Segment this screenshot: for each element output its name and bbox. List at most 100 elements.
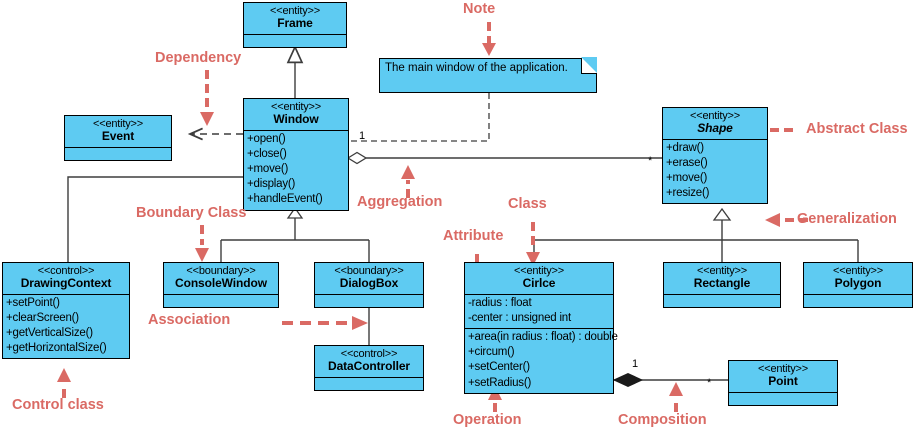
class-name: DialogBox (339, 276, 399, 291)
arrow-boundary-class (195, 225, 209, 262)
class-stereotype: <<entity>> (690, 110, 740, 122)
class-attributes-section (164, 293, 278, 307)
multiplicity-circle-point-source: 1 (632, 358, 639, 370)
class-box-point[interactable]: <<entity>> Point (728, 360, 838, 406)
class-name: Point (768, 374, 798, 389)
class-header-event: <<entity>> Event (65, 116, 171, 147)
class-member: +close() (247, 147, 287, 160)
class-member: +move() (666, 172, 708, 185)
class-stereotype: <<entity>> (93, 118, 143, 130)
note-text: The main window of the application. (385, 62, 568, 74)
annotation-attribute: Attribute (443, 228, 504, 244)
class-member: +setPoint() (6, 296, 60, 309)
arrow-association (282, 316, 368, 330)
class-box-circle[interactable]: <<entity>> Cirlce -radius : float -cente… (464, 262, 618, 394)
class-header-polygon: <<entity>> Polygon (804, 263, 912, 294)
class-member: +getHorizontalSize() (6, 342, 107, 355)
class-box-consolewindow[interactable]: <<boundary>> ConsoleWindow (163, 262, 279, 308)
class-box-datacontroller[interactable]: <<control>> DataController (314, 345, 424, 391)
class-member: +area(in radius : float) : double (468, 331, 618, 344)
class-header-rectangle: <<entity>> Rectangle (664, 263, 780, 294)
class-box-rectangle[interactable]: <<entity>> Rectangle (663, 262, 781, 308)
multiplicity-window-shape-target: * (648, 155, 653, 167)
class-stereotype: <<entity>> (514, 265, 564, 277)
class-stereotype: <<control>> (340, 348, 398, 360)
class-name: Polygon (834, 276, 882, 291)
class-stereotype: <<entity>> (271, 101, 321, 113)
class-attributes-section (315, 293, 423, 307)
annotation-aggregation: Aggregation (357, 194, 443, 210)
arrow-note (482, 22, 496, 56)
class-member: +handleEvent() (247, 193, 323, 206)
class-operations-section: +open() +close() +move() +display() +han… (244, 129, 348, 210)
class-name: DataController (328, 359, 410, 374)
multiplicity-circle-point-target: * (707, 377, 712, 389)
class-member: -center : unsigned int (468, 311, 571, 324)
class-stereotype: <<control>> (37, 265, 95, 277)
multiplicity-window-shape-source: 1 (359, 130, 366, 142)
class-member: +open() (247, 132, 286, 145)
class-header-dialogbox: <<boundary>> DialogBox (315, 263, 423, 294)
class-stereotype: <<entity>> (270, 5, 320, 17)
class-operations-section: +area(in radius : float) : double +circu… (465, 328, 618, 393)
note-fold-corner (580, 56, 597, 74)
class-box-shape[interactable]: <<entity>> Shape +draw() +erase() +move(… (662, 107, 768, 205)
class-member: +draw() (666, 141, 704, 154)
class-attributes-section (244, 33, 346, 47)
class-member: +erase() (666, 156, 708, 169)
class-member: +move() (247, 163, 289, 176)
class-box-drawingcontext[interactable]: <<control>> DrawingContext +setPoint() +… (2, 262, 130, 360)
arrow-composition (669, 382, 683, 412)
class-box-window[interactable]: <<entity>> Window +open() +close() +move… (243, 98, 349, 211)
annotation-abstract-class: Abstract Class (806, 121, 908, 137)
class-name: Frame (277, 16, 313, 31)
class-attributes-section (804, 293, 912, 307)
annotation-boundary-class: Boundary Class (136, 205, 247, 221)
class-attributes-section: -radius : float -center : unsigned int (465, 293, 613, 328)
arrow-dependency (200, 70, 214, 126)
class-header-shape: <<entity>> Shape (663, 108, 767, 139)
class-stereotype: <<boundary>> (334, 265, 404, 277)
class-member: +display() (247, 178, 296, 191)
class-header-consolewindow: <<boundary>> ConsoleWindow (164, 263, 278, 294)
class-member: +setCenter() (468, 361, 530, 374)
class-stereotype: <<entity>> (758, 363, 808, 375)
note-box[interactable]: The main window of the application. (379, 56, 597, 93)
class-name: Rectangle (693, 276, 751, 291)
aggregation-window-shape (346, 151, 662, 165)
class-attributes-section (729, 391, 837, 405)
class-attributes-section (664, 293, 780, 307)
class-attributes-section (65, 146, 171, 160)
class-member: +resize() (666, 187, 710, 200)
class-box-frame[interactable]: <<entity>> Frame (243, 2, 347, 48)
class-header-point: <<entity>> Point (729, 361, 837, 392)
class-box-dialogbox[interactable]: <<boundary>> DialogBox (314, 262, 424, 308)
class-stereotype: <<entity>> (833, 265, 883, 277)
class-member: -radius : float (468, 296, 532, 309)
class-member: +clearScreen() (6, 311, 79, 324)
class-operations-section: +setPoint() +clearScreen() +getVerticalS… (3, 293, 129, 359)
annotation-operation: Operation (453, 412, 522, 428)
class-attributes-section (315, 376, 423, 390)
class-header-drawingcontext: <<control>> DrawingContext (3, 263, 129, 294)
class-name: Shape (697, 121, 733, 136)
class-header-datacontroller: <<control>> DataController (315, 346, 423, 377)
arrow-control-class (57, 368, 71, 398)
class-box-polygon[interactable]: <<entity>> Polygon (803, 262, 913, 308)
class-name: DrawingContext (20, 276, 112, 291)
annotation-association: Association (148, 312, 231, 328)
class-header-frame: <<entity>> Frame (244, 3, 346, 34)
class-box-event[interactable]: <<entity>> Event (64, 115, 172, 161)
class-operations-section: +draw() +erase() +move() +resize() (663, 138, 767, 204)
annotation-dependency: Dependency (155, 50, 242, 66)
arrow-class (526, 222, 540, 266)
class-header-circle: <<entity>> Cirlce (465, 263, 613, 294)
note-anchor-line (349, 93, 490, 142)
class-name: Window (273, 112, 319, 127)
class-header-window: <<entity>> Window (244, 99, 348, 130)
class-member: +circum() (468, 346, 515, 359)
class-name: ConsoleWindow (175, 276, 267, 291)
class-name: Event (101, 129, 135, 144)
class-stereotype: <<boundary>> (186, 265, 256, 277)
